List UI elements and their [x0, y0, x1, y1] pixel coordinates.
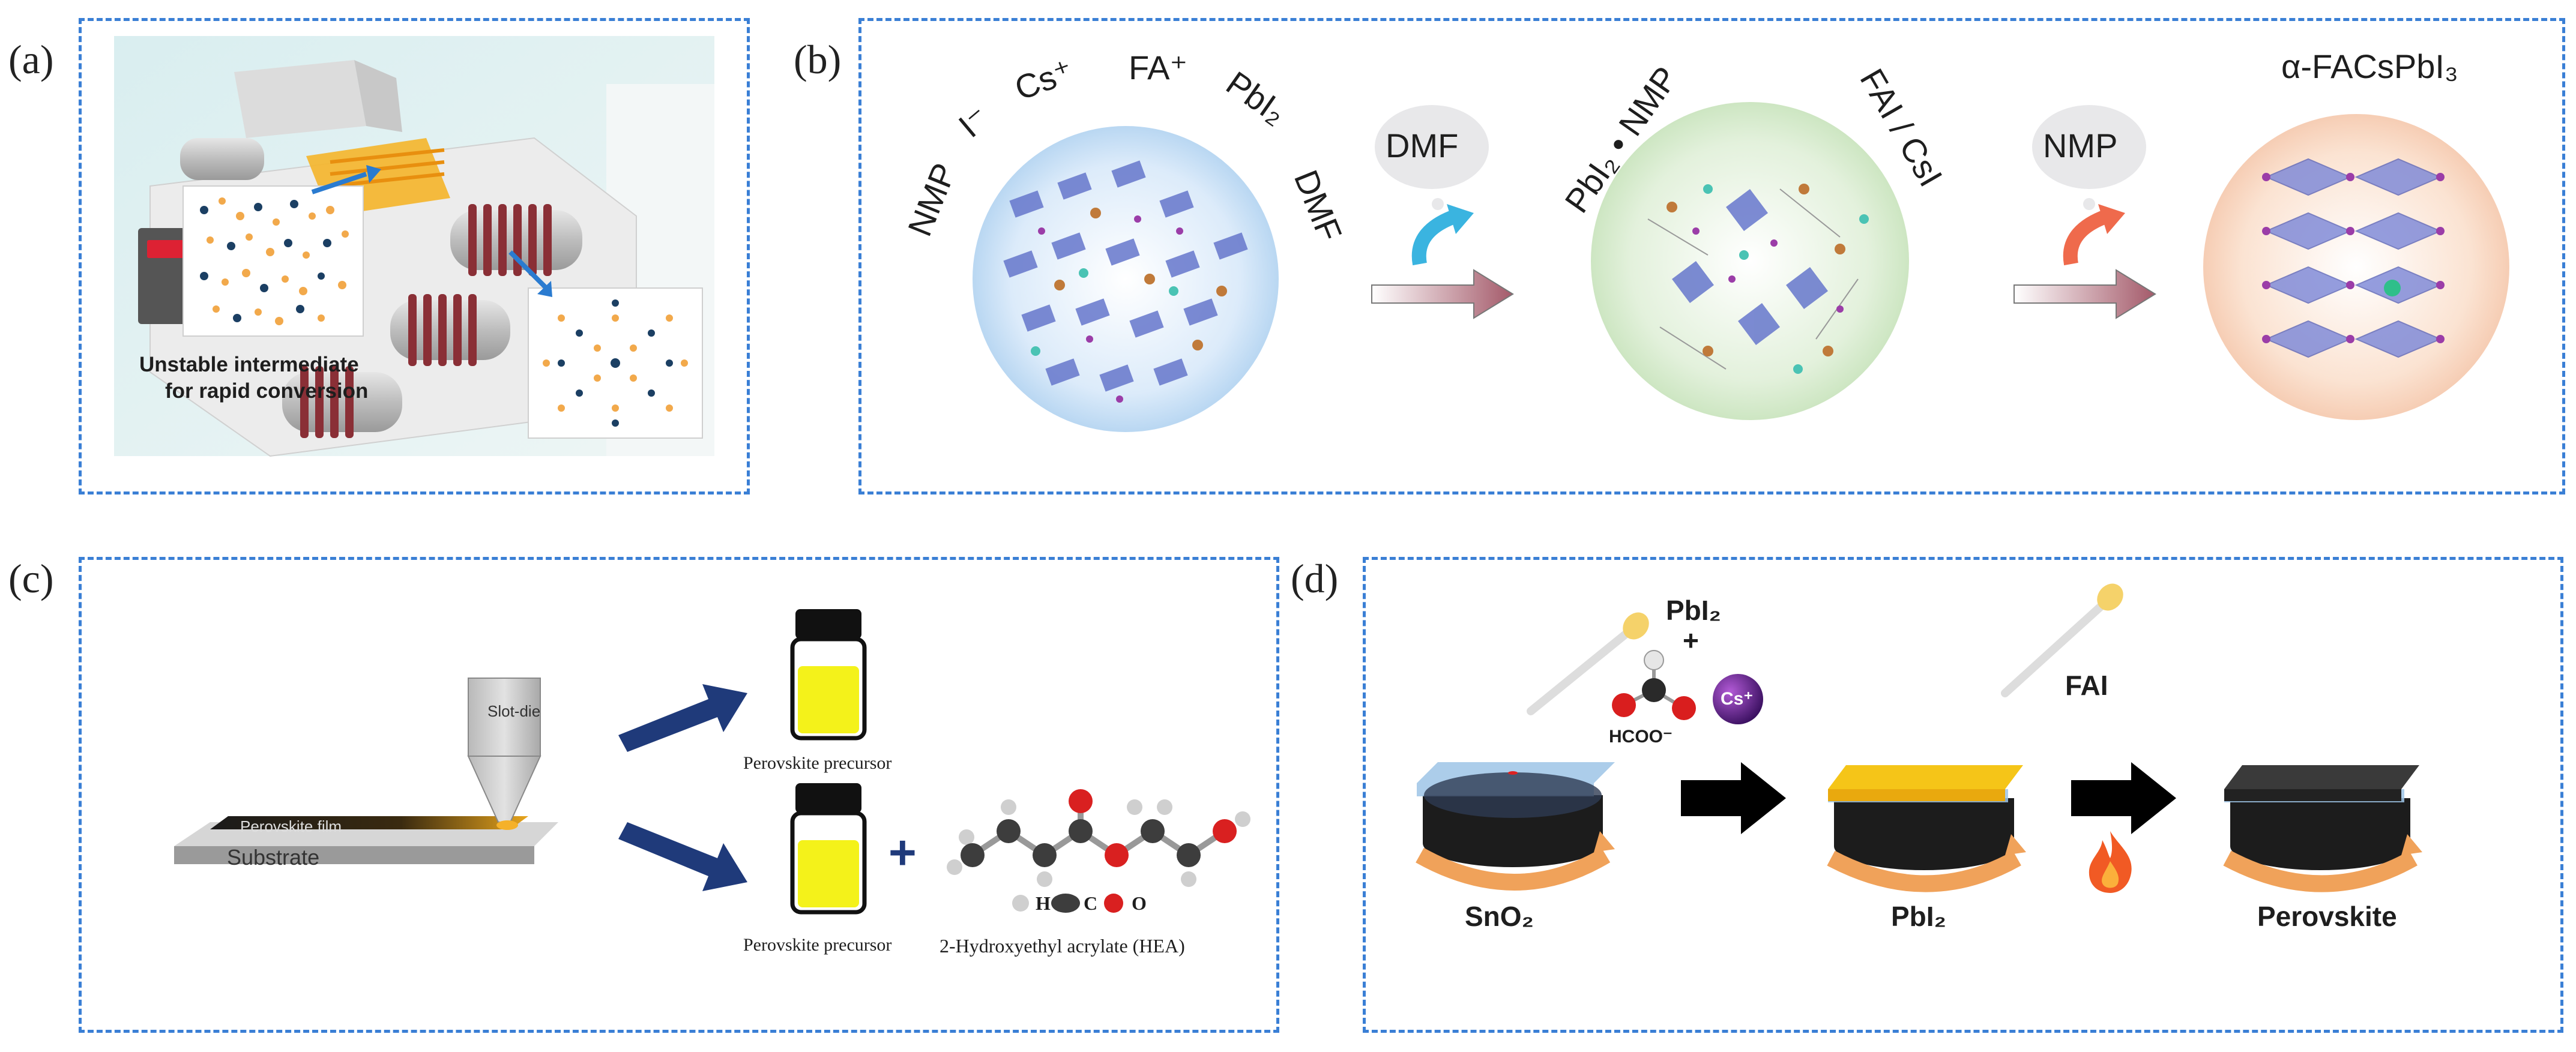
- panel-a-caption-line2: for rapid conversion: [165, 379, 369, 403]
- slot-die-label: Slot-die: [487, 702, 541, 720]
- fai-label: FAI: [2065, 670, 2108, 701]
- panel-c: [79, 557, 1279, 1033]
- stage-label-pbi2: PbI₂: [1891, 901, 1946, 932]
- pipette-icon: [1527, 612, 1649, 715]
- roll-to-roll-machine-illustration: [114, 36, 714, 457]
- precursor-solution-circle: [973, 126, 1279, 432]
- arrow-to-precursor-top: [618, 684, 747, 752]
- slot-die-coating-illustration: [174, 678, 558, 864]
- product-label-fa-cs-pbi3: α-FACsPbI₃: [2281, 47, 2458, 85]
- intermediate-phase-circle: [1591, 102, 1909, 420]
- process-arrow-2: [2071, 762, 2176, 834]
- spin-coater-sno2: [1416, 762, 1615, 891]
- panel-d: [1363, 557, 2563, 1033]
- flame-icon: [2089, 831, 2132, 893]
- precursor-vial-top: [790, 609, 867, 741]
- perovskite-film-label: Perovskite film: [240, 817, 342, 835]
- ion-label-fa: FA⁺: [1129, 49, 1188, 86]
- plus-sign-hea: +: [888, 826, 917, 879]
- precursor-vial-bottom: [790, 783, 867, 915]
- substrate-label: Substrate: [227, 845, 320, 870]
- hea-molecule-model: [947, 789, 1250, 913]
- plus-sign-d: +: [1683, 625, 1699, 656]
- bubble-label-dmf: DMF: [1386, 127, 1459, 164]
- cs-ion-label: Cs⁺: [1721, 689, 1754, 709]
- precursor-label-top: Perovskite precursor: [743, 753, 892, 773]
- cs-ion-icon: [1713, 674, 1763, 724]
- spin-coater-pbi2: [1827, 765, 2026, 892]
- legend-o: O: [1132, 892, 1147, 914]
- hea-label: 2-Hydroxyethyl acrylate (HEA): [940, 935, 1185, 957]
- panel-label-d: (d): [1291, 556, 1339, 601]
- legend-c: C: [1084, 892, 1098, 914]
- bubble-label-nmp: NMP: [2043, 127, 2118, 164]
- process-arrow-1: [1681, 762, 1786, 834]
- panel-b: [858, 18, 2565, 494]
- stage-label-perovskite: Perovskite: [2257, 901, 2397, 932]
- panel-label-b: (b): [794, 37, 842, 82]
- panel-a: [79, 18, 750, 494]
- spin-coater-perovskite: [2223, 765, 2422, 892]
- perovskite-crystal-circle: [2203, 114, 2509, 420]
- dmf-evaporation-bubble: [1375, 105, 1489, 266]
- stage-label-sno2: SnO₂: [1465, 901, 1534, 932]
- nmp-evaporation-bubble: [2032, 105, 2146, 266]
- pbi2-top-label: PbI₂: [1666, 595, 1721, 626]
- panel-label-a: (a): [8, 37, 54, 82]
- precursor-label-bottom: Perovskite precursor: [743, 935, 892, 955]
- conversion-arrow-1: [1371, 269, 1514, 319]
- arrow-to-precursor-bottom: [618, 822, 747, 891]
- legend-h: H: [1036, 892, 1051, 914]
- conversion-arrow-2: [2013, 269, 2156, 319]
- formate-ion-model: [1612, 650, 1696, 720]
- pipette-icon-fai: [2001, 583, 2123, 697]
- panel-a-caption-line1: Unstable intermediate: [139, 353, 359, 376]
- formate-label: HCOO⁻: [1609, 727, 1673, 747]
- panel-label-c: (c): [8, 556, 54, 601]
